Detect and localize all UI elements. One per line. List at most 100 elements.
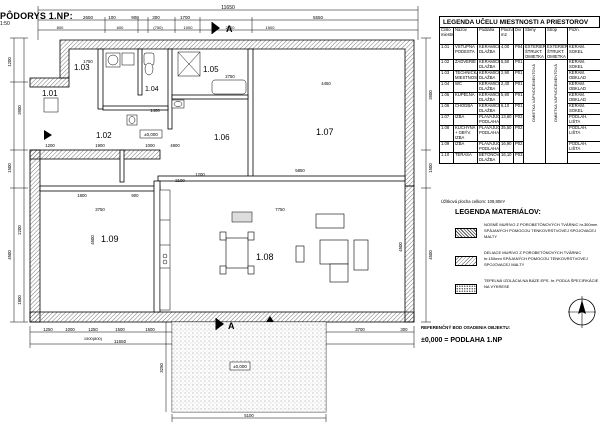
table-cell: EXTERIÉR: ŠTRUKT. OMIETKA <box>523 43 546 61</box>
table-cell: EXTERIÉR: ŠTRUKT. OMIETKA <box>545 43 568 61</box>
dim-mid-2: 2750 <box>225 74 235 79</box>
table-cell: KERAM. SOKEL <box>567 43 600 61</box>
table-cell: KERAM. OBKLAD <box>567 70 600 83</box>
dim-other-0: 1900 <box>95 143 105 148</box>
table-cell: 1.07 <box>439 114 454 127</box>
table-cell <box>567 151 600 164</box>
table-cell: PLÁVAJÚCA PODLAHA <box>477 125 500 142</box>
dim-left-4: 2200 <box>17 225 22 235</box>
table-cell: P02 <box>513 125 524 142</box>
terrace-depth-dim: 3250 <box>159 363 164 373</box>
table-header: Pozn. <box>567 27 600 45</box>
table-cell: VSTUPNÁ PODESTA <box>453 43 478 61</box>
table-cell: OMIETKA VÁPNOCEMENTOVÁ <box>523 59 546 164</box>
table-row: 1.07IZBAPLÁVAJÚCA PODLAHA13,60P02PODLAH.… <box>439 114 600 127</box>
dim-top-4: 1700 <box>180 15 191 20</box>
table-row: 1.05KÚPEĽŇAKERAMICKÁ DLAŽBA5,90P01KERAM.… <box>439 92 600 105</box>
table-cell: TECHNICKÁ MIESTNOSŤ <box>453 70 478 83</box>
dim-mid-1: 1400 <box>150 108 160 113</box>
table-header: Podlaha <box>477 27 500 45</box>
table-cell: KERAM. SOKEL <box>567 59 600 72</box>
table-header: Plocha m2 <box>499 27 514 45</box>
table-cell: P03 <box>513 151 524 164</box>
table-cell: 1.03 <box>439 70 454 83</box>
exterior-walls <box>29 39 415 323</box>
room-1-02: 1.02 <box>96 131 112 140</box>
table-cell: BETÓNOVÁ DLAŽBA <box>477 151 500 164</box>
section-label-bottom: A <box>228 321 235 331</box>
table-cell: 5,90 <box>499 92 514 105</box>
table-cell: KERAMICKÁ DLAŽBA <box>477 81 500 94</box>
dim-bottom-2: 1250 <box>88 327 98 332</box>
dim-left-2: 1500 <box>7 163 12 173</box>
material-text: DELIACE MURIVO Z POROBETÓNOVÝCH TVÁRNIC … <box>484 250 588 267</box>
table-cell: PLÁVAJÚCA PODLAHA <box>477 140 500 153</box>
left-dimension-lines <box>10 37 28 323</box>
table-cell: 35,50 <box>499 125 514 142</box>
table-cell: P01 <box>513 103 524 116</box>
table-cell: 1.02 <box>439 59 454 72</box>
dim-other-4: 7750 <box>275 207 285 212</box>
table-cell: 1.01 <box>439 43 454 61</box>
table-cell: IZBA <box>453 140 478 153</box>
dim-bottom-1: 1000 <box>65 327 75 332</box>
dim-bottom-9: 3700 <box>355 327 365 332</box>
dim-other-1: 1000 <box>145 143 155 148</box>
materials-title: LEGENDA MATERIÁLOV: <box>455 207 541 216</box>
table-cell: CHODBA <box>453 103 478 116</box>
table-header: Číslo miestn. <box>439 27 454 45</box>
table-cell: KERAMICKÁ DLAŽBA <box>477 103 500 116</box>
table-cell: P01 <box>513 70 524 83</box>
table-cell: OMIETKA VÁPNOCEMENTOVÁ <box>545 59 568 164</box>
table-symbol <box>231 211 253 223</box>
dim-mid-0: 1750 <box>83 59 93 64</box>
table-cell: 1.09 <box>439 140 454 153</box>
hatch-swatch-icon <box>455 256 477 266</box>
table-cell: TERASA <box>453 151 478 164</box>
table-cell: IZBA <box>453 114 478 127</box>
reference-label: REFERENČNÝ BOD OSADENIA OBJEKTU: <box>421 325 511 330</box>
section-label-top: A <box>226 24 233 34</box>
table-row: 1.06CHODBAKERAMICKÁ DLAŽBA6,10P01KERAM. … <box>439 103 600 116</box>
dim-left-3: 4500 <box>7 250 12 260</box>
terrace-dimension-lines <box>165 322 327 422</box>
table-cell: P04 <box>513 43 524 61</box>
vertical-note: OMIETKA VÁPNOCEMENTOVÁ <box>553 64 559 123</box>
dim-left-0: 1200 <box>7 57 12 67</box>
dim-mid-3: 4450 <box>321 81 331 86</box>
table-cell: KÚPEĽŇA <box>453 92 478 105</box>
table-cell: KERAM. OBKLAD <box>567 92 600 105</box>
dim-inner-left: 4500 <box>90 235 95 245</box>
dim-top-small-2: (750) <box>153 25 163 30</box>
table-header: Steny <box>523 27 546 45</box>
dim-top-3: 300 <box>152 15 160 20</box>
dim-bottom-3: 1500 <box>115 327 125 332</box>
table-cell: PODLAH. LIŠTA <box>567 140 600 153</box>
floor-plan: 11650 2650 100 900 300 1700 5550 800 600… <box>7 5 433 422</box>
table-cell: PODLAH. LIŠTA <box>567 114 600 127</box>
dim-top-1: 100 <box>108 15 116 20</box>
insulation-swatch-icon <box>455 284 477 294</box>
vertical-note: OMIETKA VÁPNOCEMENTOVÁ <box>531 64 537 123</box>
table-cell: P01 <box>513 59 524 72</box>
room-legend-title: LEGENDA UČELU MIESTNOSTI A PRIESTOROV <box>439 16 600 27</box>
room-1-07: 1.07 <box>316 127 334 137</box>
dim-top-5: 5550 <box>313 15 324 20</box>
table-cell: 5,50 <box>499 59 514 72</box>
table-header: Dvr <box>513 27 524 45</box>
room-legend-table: LEGENDA UČELU MIESTNOSTI A PRIESTOROV Čí… <box>439 16 600 164</box>
material-text: NOSNÉ MURIVO Z POROBETÓNOVÝCH TVÁRNIC hr… <box>484 222 598 239</box>
table-cell: P01 <box>513 81 524 94</box>
material-item: NOSNÉ MURIVO Z POROBETÓNOVÝCH TVÁRNIC hr… <box>455 222 600 248</box>
material-item: DELIACE MURIVO Z POROBETÓNOVÝCH TVÁRNIC … <box>455 250 600 276</box>
table-header: Názov <box>453 27 478 45</box>
dim-other-9: 1200 <box>45 143 55 148</box>
right-dimension-lines <box>421 37 431 323</box>
fixtures <box>43 51 247 126</box>
dim-bottom-0: 1250 <box>43 327 53 332</box>
table-cell: ZÁDVERIE <box>453 59 478 72</box>
dim-top-small-4: 2000 <box>226 25 236 30</box>
total-width-dim: 11650 <box>221 5 235 11</box>
